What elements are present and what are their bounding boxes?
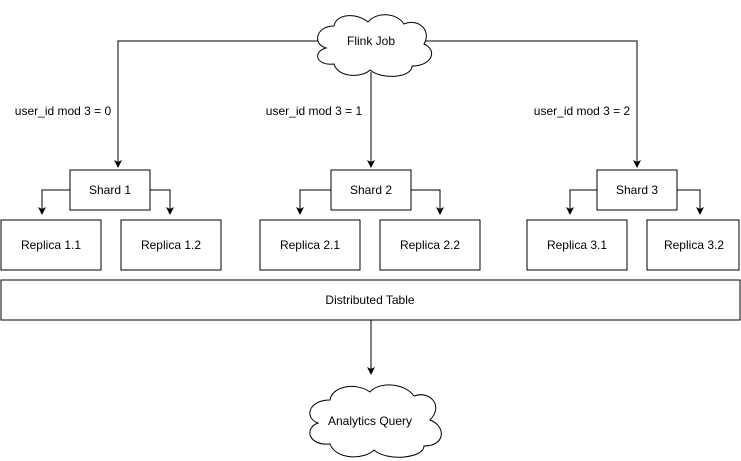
edge-shard-1-to-replica-1-2 — [150, 189, 174, 215]
shard-2-node: Shard 2 — [330, 169, 412, 211]
edge-shard-3-to-replica-3-1 — [566, 189, 597, 215]
analytics-query-label: Analytics Query — [328, 414, 412, 428]
replica-1-2-label: Replica 1.2 — [141, 238, 201, 252]
analytics-query-node: Analytics Query — [309, 384, 442, 458]
edge-shard-1-to-replica-1-1 — [38, 189, 70, 215]
replica-3-2-node: Replica 3.2 — [646, 219, 740, 271]
replica-2-2-label: Replica 2.2 — [400, 238, 460, 252]
cloud-shape — [317, 14, 433, 77]
replica-3-1-label: Replica 3.1 — [547, 238, 607, 252]
replica-1-2-node: Replica 1.2 — [120, 219, 222, 271]
replica-2-1-node: Replica 2.1 — [259, 219, 361, 271]
distributed-table-label: Distributed Table — [325, 293, 414, 307]
shard-1-label: Shard 1 — [89, 183, 131, 197]
shard-3-label: Shard 3 — [616, 183, 658, 197]
edge-flink-to-shard-1 — [114, 40, 318, 168]
shard-3-node: Shard 3 — [596, 169, 678, 211]
edge-flink-to-shard-3 — [425, 40, 641, 168]
edge-shard-2-to-replica-2-2 — [411, 189, 444, 215]
distributed-table-node: Distributed Table — [0, 279, 741, 321]
edge-label-shard-1: user_id mod 3 = 0 — [15, 104, 112, 118]
flink-job-node: Flink Job — [317, 14, 433, 77]
replica-2-1-label: Replica 2.1 — [280, 238, 340, 252]
edge-shard-2-to-replica-2-1 — [296, 189, 331, 215]
replica-1-1-label: Replica 1.1 — [21, 238, 81, 252]
replica-2-2-node: Replica 2.2 — [379, 219, 481, 271]
replica-1-1-node: Replica 1.1 — [0, 219, 102, 271]
cloud-shape — [309, 384, 442, 458]
shard-2-label: Shard 2 — [350, 183, 392, 197]
flink-job-label: Flink Job — [347, 34, 395, 48]
replica-3-1-node: Replica 3.1 — [526, 219, 628, 271]
edge-shard-3-to-replica-3-2 — [677, 189, 704, 215]
edge-label-shard-2: user_id mod 3 = 1 — [266, 104, 363, 118]
shard-1-node: Shard 1 — [69, 169, 151, 211]
edge-label-shard-3: user_id mod 3 = 2 — [534, 104, 631, 118]
replica-3-2-label: Replica 3.2 — [664, 238, 724, 252]
